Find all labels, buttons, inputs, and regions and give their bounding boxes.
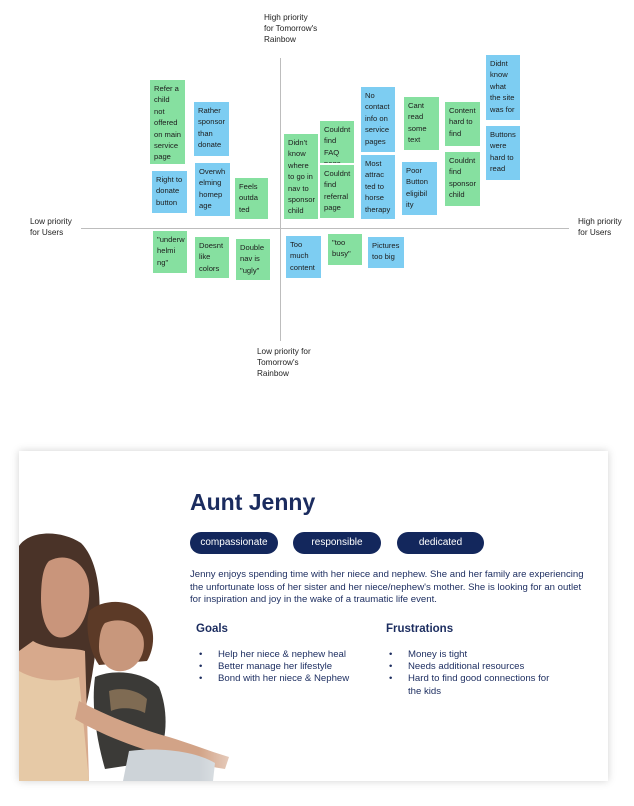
sticky-note: Overwh elming homep age — [195, 163, 230, 216]
persona-photo — [19, 451, 269, 781]
frustration-item: Hard to find good connections for the ki… — [389, 673, 554, 697]
sticky-note: Content hard to find — [445, 102, 480, 146]
horizontal-axis — [81, 228, 569, 229]
sticky-note: Refer a child not offered on main servic… — [150, 80, 185, 164]
frustration-item: Money is tight — [389, 649, 554, 661]
sticky-note: No contact info on service pages — [361, 87, 395, 152]
persona-bio: Jenny enjoys spending time with her niec… — [190, 569, 584, 605]
goals-list: Help her niece & nephew heal Better mana… — [199, 649, 379, 686]
sticky-note: Buttons were hard to read — [486, 126, 520, 180]
sticky-note: "too busy" — [328, 234, 362, 265]
sticky-note: Couldnt find FAQ page — [320, 121, 354, 163]
axis-label-right: High priority for Users — [578, 217, 622, 237]
sticky-note: Cant read some text — [404, 97, 439, 150]
goals-title: Goals — [196, 623, 228, 635]
axis-label-bottom: Low priority for Tomorrow's Rainbow — [257, 347, 311, 378]
persona-card: Aunt Jenny compassionate responsible ded… — [19, 451, 608, 781]
sticky-note: Most attrac ted to horse therapy — [361, 155, 395, 219]
sticky-note: Doesnt like colors — [195, 237, 229, 278]
frustrations-title: Frustrations — [386, 623, 454, 635]
goal-item: Help her niece & nephew heal — [199, 649, 379, 661]
sticky-note: Poor Button eligibil ity — [402, 162, 437, 215]
trait-pill: dedicated — [397, 532, 484, 554]
frustrations-list: Money is tight Needs additional resource… — [389, 649, 554, 698]
sticky-note: Double nav is "ugly" — [236, 239, 270, 280]
sticky-note: Couldnt find referral page — [320, 165, 354, 218]
trait-pill: compassionate — [190, 532, 278, 554]
sticky-note: "underw helmi ng" — [153, 231, 187, 273]
sticky-note: Didn't know where to go in nav to sponso… — [284, 134, 318, 219]
sticky-note: Right to donate button — [152, 171, 187, 213]
sticky-note: Couldnt find sponsor child — [445, 152, 480, 206]
sticky-note: Pictures too big — [368, 237, 404, 268]
goal-item: Better manage her lifestyle — [199, 661, 379, 673]
persona-name: Aunt Jenny — [190, 489, 316, 515]
sticky-note: Feels outda ted — [235, 178, 268, 219]
axis-label-left: Low priority for Users — [30, 217, 72, 237]
frustration-item: Needs additional resources — [389, 661, 554, 673]
sticky-note: Didnt know what the site was for — [486, 55, 520, 120]
vertical-axis — [280, 58, 281, 341]
sticky-note: Rather sponsor than donate — [194, 102, 229, 156]
axis-label-top: High priority for Tomorrow's Rainbow — [264, 13, 318, 44]
sticky-note: Too much content — [286, 236, 321, 278]
trait-pill: responsible — [293, 532, 381, 554]
goal-item: Bond with her niece & Nephew — [199, 673, 379, 685]
